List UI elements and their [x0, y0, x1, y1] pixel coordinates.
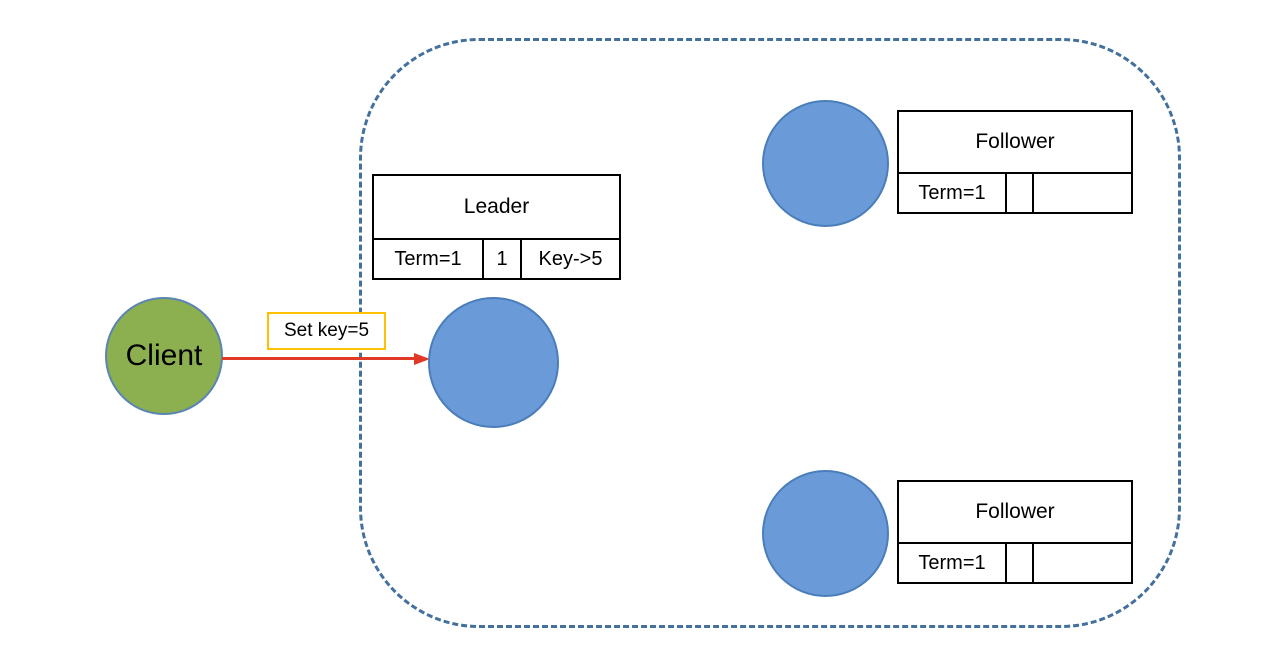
leader-table-title: Leader	[374, 176, 619, 240]
follower-1-state-table: Follower Term=1	[897, 110, 1133, 214]
follower-2-cell-entry	[1034, 544, 1131, 582]
node-client-label: Client	[125, 339, 203, 372]
node-leader[interactable]	[428, 297, 559, 428]
leader-cell-index: 1	[484, 240, 522, 278]
follower-1-cell-entry	[1034, 174, 1131, 212]
leader-cell-term: Term=1	[374, 240, 484, 278]
leader-state-table: Leader Term=1 1 Key->5	[372, 174, 621, 280]
follower-1-table-row: Term=1	[899, 174, 1131, 212]
arrow-head-icon	[414, 353, 430, 365]
follower-2-state-table: Follower Term=1	[897, 480, 1133, 584]
edge-line	[222, 357, 418, 360]
follower-2-cell-index	[1007, 544, 1034, 582]
follower-1-table-title: Follower	[899, 112, 1131, 174]
edge-client-to-leader	[222, 353, 434, 365]
leader-cell-entry: Key->5	[538, 247, 603, 270]
follower-1-cell-index	[1007, 174, 1034, 212]
node-follower-1[interactable]	[762, 100, 889, 227]
follower-2-cell-term: Term=1	[899, 544, 1007, 582]
follower-2-table-row: Term=1	[899, 544, 1131, 582]
node-client[interactable]: Client	[105, 297, 223, 415]
edge-label-set-key: Set key=5	[267, 312, 386, 350]
follower-2-table-title: Follower	[899, 482, 1131, 544]
follower-1-cell-term: Term=1	[899, 174, 1007, 212]
leader-table-row: Term=1 1 Key->5	[374, 240, 619, 278]
node-follower-2[interactable]	[762, 470, 889, 597]
